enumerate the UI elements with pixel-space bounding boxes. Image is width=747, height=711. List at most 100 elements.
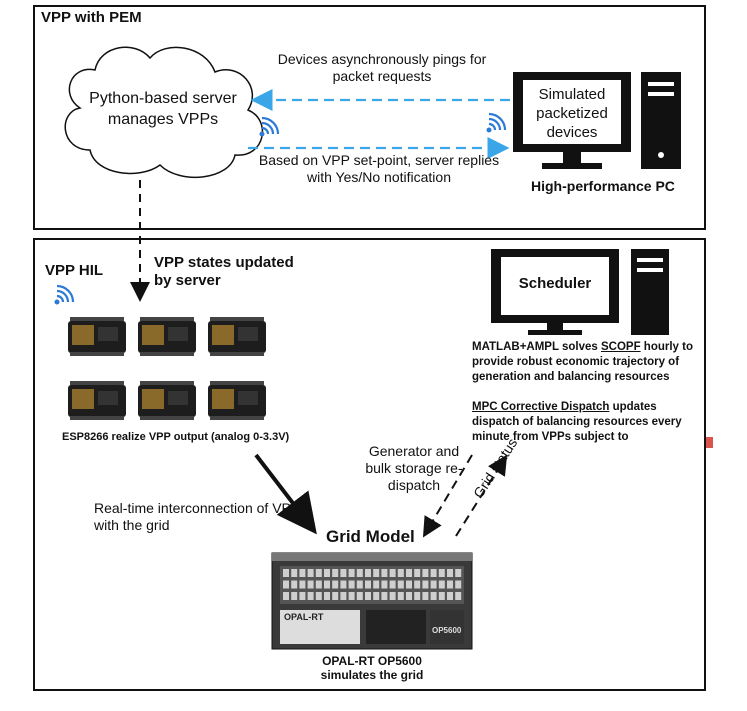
esp-board [136, 379, 198, 421]
pc-screen-label: Simulated packetized devices [536, 86, 608, 141]
device-port [365, 569, 371, 577]
device-port [422, 569, 429, 577]
opal-caption-line1: OPAL-RT OP5600 [322, 654, 422, 668]
opal-brand-label: OPAL-RT [284, 612, 324, 622]
redispatch-label: Generator and bulk storage re-dispatch [365, 443, 463, 493]
device-port [406, 592, 412, 600]
device-port [455, 580, 462, 589]
opal-caption-line2: simulates the grid [320, 668, 424, 682]
scheduler-monitor-shape [491, 249, 619, 335]
server-cloud-shape [64, 46, 264, 178]
device-port [348, 592, 355, 600]
device-port [291, 580, 298, 589]
device-port [283, 569, 289, 577]
red-edge-marker [706, 437, 713, 448]
mpc-link[interactable]: MPC Corrective Dispatch [472, 401, 610, 413]
interconnect-label: Real-time interconnection of VPP with th… [94, 500, 300, 533]
esp-board [206, 379, 268, 421]
device-port [414, 569, 421, 577]
device-port [414, 580, 421, 589]
pc-caption: High-performance PC [531, 178, 675, 194]
device-port [447, 580, 453, 589]
pings-label: Devices asynchronously pings for packet … [277, 51, 487, 84]
device-port [397, 592, 404, 600]
device-port [381, 580, 388, 589]
device-port [373, 569, 380, 577]
device-port [315, 580, 322, 589]
device-port [315, 569, 322, 577]
device-port [340, 569, 347, 577]
scopf-prefix: MATLAB+AMPL solves [472, 341, 601, 353]
mpc-text: updates dispatch of balancing resources … [472, 401, 682, 443]
device-port [356, 580, 363, 589]
device-port [356, 592, 363, 600]
device-port [315, 592, 322, 600]
replies-label: Based on VPP set-point, server replies w… [258, 152, 500, 185]
opal-model-label: OP5600 [432, 626, 462, 635]
device-port [406, 580, 412, 589]
scopf-description: MATLAB+AMPL solves SCOPF hourly to provi… [472, 340, 704, 385]
device-port [381, 569, 388, 577]
device-port [438, 569, 445, 577]
device-port [389, 592, 396, 600]
device-port [373, 592, 380, 600]
device-port [455, 569, 462, 577]
esp-board [206, 315, 268, 357]
device-port [307, 592, 314, 600]
device-port [291, 569, 298, 577]
device-port [332, 592, 339, 600]
grid-model-label: Grid Model [326, 527, 415, 546]
pem-panel [33, 5, 706, 230]
device-port [389, 569, 396, 577]
device-port [340, 592, 347, 600]
esp-board-grid [66, 315, 270, 421]
device-port [373, 580, 380, 589]
device-port [340, 580, 347, 589]
device-port [332, 569, 339, 577]
device-port [365, 592, 371, 600]
device-port [307, 580, 314, 589]
device-port [291, 592, 298, 600]
esp-board [66, 379, 128, 421]
device-port [324, 569, 330, 577]
device-port [406, 569, 412, 577]
states-label: VPP states updated by server [154, 254, 294, 289]
device-port [422, 592, 429, 600]
opal-rt-device-shape [271, 552, 473, 650]
esp-caption: ESP8266 realize VPP output (analog 0-3.3… [62, 431, 290, 443]
device-port [356, 569, 363, 577]
device-port [397, 580, 404, 589]
mpc-description: MPC Corrective Dispatch updates dispatch… [472, 400, 704, 445]
device-port [438, 580, 445, 589]
device-port [348, 580, 355, 589]
device-port [430, 580, 437, 589]
scopf-link[interactable]: SCOPF [600, 341, 641, 353]
pc-tower-shape [641, 72, 681, 169]
device-port [299, 580, 306, 589]
scheduler-tower-shape [631, 249, 669, 335]
device-port [283, 592, 289, 600]
device-port [447, 569, 453, 577]
hil-panel [33, 238, 706, 691]
device-port [438, 592, 445, 600]
device-port [348, 569, 355, 577]
device-port [389, 580, 396, 589]
server-label: Python-based server manages VPPs [89, 90, 237, 128]
device-port [422, 580, 429, 589]
wifi-icon [486, 112, 507, 133]
scopf-suffix: hourly to provide robust economic trajec… [472, 341, 693, 383]
device-port [455, 592, 462, 600]
wifi-icon [259, 116, 280, 137]
pc-monitor-shape [513, 72, 631, 169]
hil-panel-title: VPP HIL [45, 262, 104, 279]
interconnect-arrow [254, 453, 317, 535]
pem-panel-title: VPP with PEM [41, 9, 142, 26]
device-port [414, 592, 421, 600]
device-port [299, 569, 306, 577]
device-port [397, 569, 404, 577]
device-port [332, 580, 339, 589]
redispatch-arrow [422, 454, 473, 538]
esp-board [136, 315, 198, 357]
device-port [365, 580, 371, 589]
